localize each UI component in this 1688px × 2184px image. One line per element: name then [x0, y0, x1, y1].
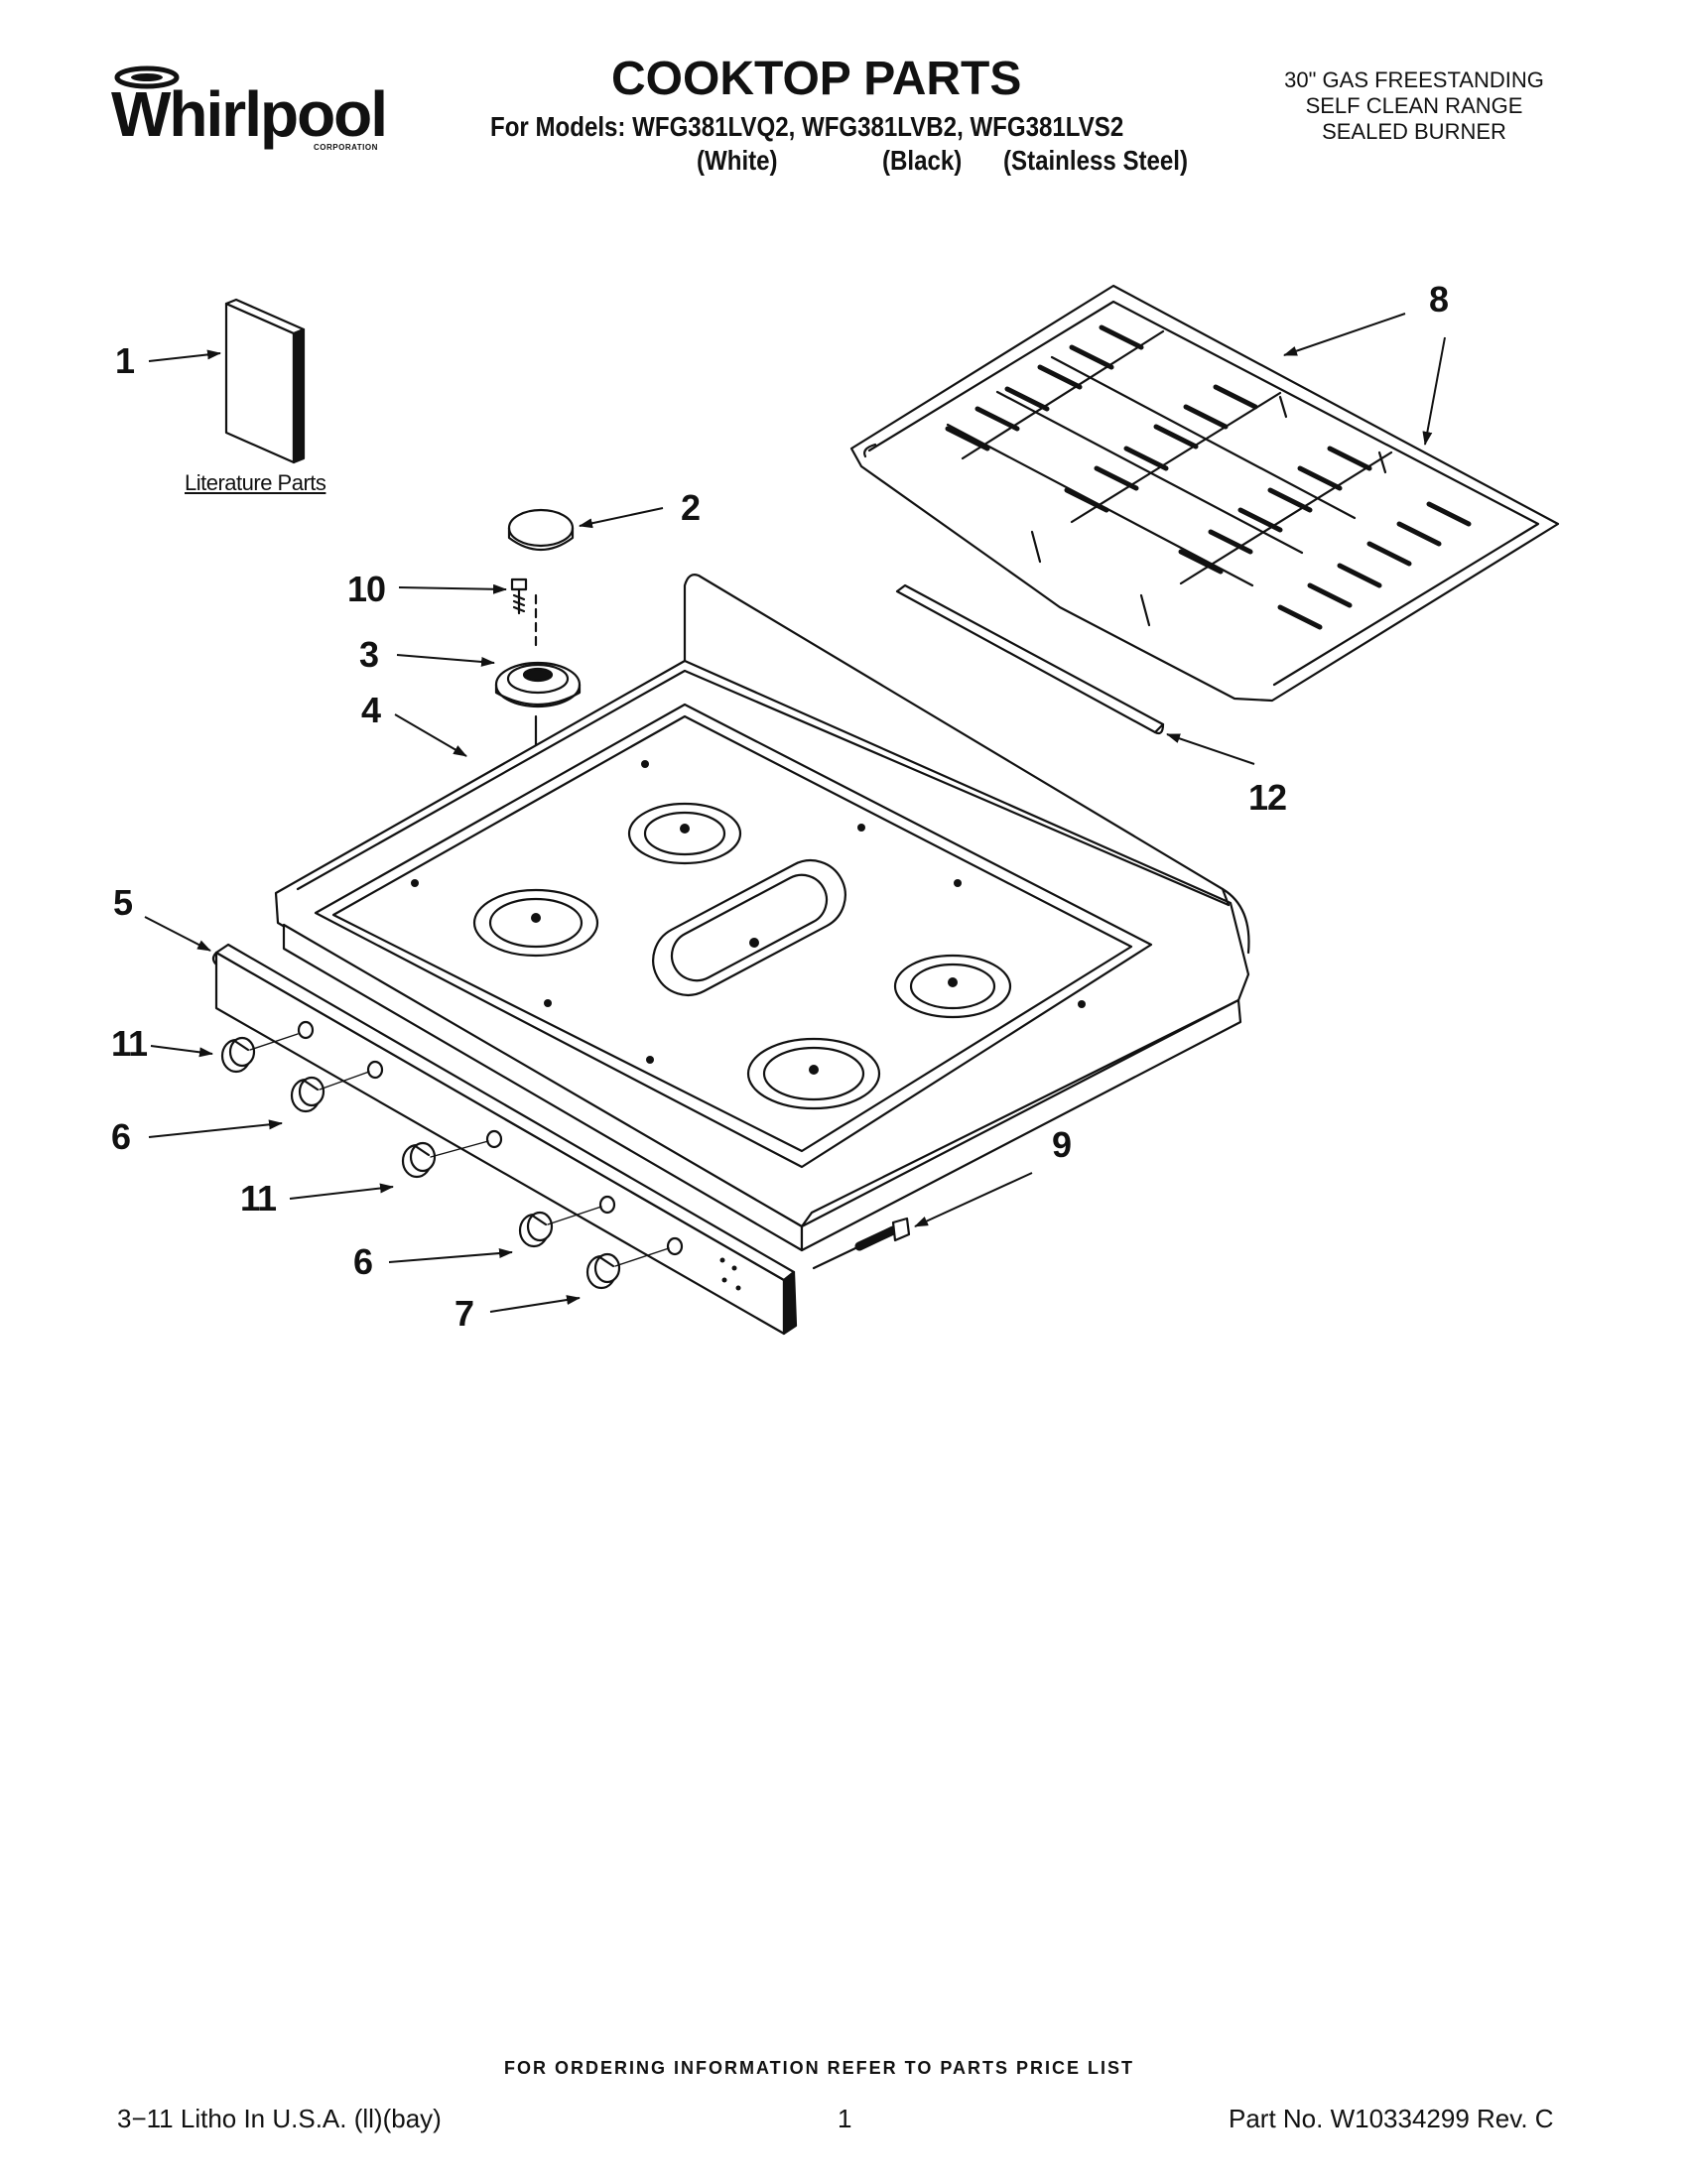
litho-note: 3−11 Litho In U.S.A. (ll)(bay) — [117, 2104, 442, 2133]
callout-4: 4 — [361, 690, 381, 730]
part-number: Part No. W10334299 Rev. C — [1229, 2104, 1554, 2133]
leader-2 — [579, 507, 664, 529]
callout-7: 7 — [454, 1293, 474, 1334]
callout-3: 3 — [359, 634, 379, 675]
brand-logo: Whirlpool CORPORATION — [109, 62, 388, 161]
leader-4 — [394, 713, 467, 757]
callout-12: 12 — [1248, 777, 1287, 818]
callout-6-upper: 6 — [111, 1116, 131, 1157]
leader-9 — [914, 1172, 1033, 1227]
callout-1: 1 — [115, 340, 135, 381]
finish-white: (White) — [697, 145, 778, 176]
finish-black: (Black) — [882, 145, 963, 176]
leader-6a — [148, 1119, 283, 1138]
callout-2: 2 — [681, 487, 701, 528]
leader-5 — [144, 916, 211, 952]
leader-11a — [150, 1045, 213, 1058]
leader-8b — [1422, 336, 1446, 446]
literature-booklet — [224, 298, 306, 464]
burner-grate — [849, 284, 1560, 703]
leader-1 — [148, 349, 221, 362]
callout-9: 9 — [1052, 1124, 1072, 1165]
leader-11b — [289, 1183, 394, 1200]
knob-6-lower — [518, 1211, 554, 1248]
seal-strip — [895, 583, 1165, 735]
callout-8: 8 — [1429, 279, 1449, 320]
page-title: COOKTOP PARTS — [611, 53, 1022, 105]
finish-stainless: (Stainless Steel) — [1003, 145, 1189, 176]
knob-6-upper — [290, 1076, 325, 1113]
callout-6-lower: 6 — [353, 1241, 373, 1282]
description-line-2: SELF CLEAN RANGE — [1305, 93, 1523, 118]
brand-corporation: CORPORATION — [314, 143, 378, 152]
description-line-3: SEALED BURNER — [1322, 119, 1506, 144]
control-panel — [211, 943, 798, 1336]
screw-part-9 — [812, 1217, 911, 1270]
leader-3 — [396, 654, 495, 667]
callout-10: 10 — [347, 569, 386, 609]
callout-5: 5 — [113, 882, 133, 923]
burner-base — [494, 661, 582, 708]
description-line-1: 30" GAS FREESTANDING — [1284, 67, 1544, 92]
literature-parts-label: Literature Parts — [185, 470, 326, 495]
screw-part-10 — [510, 578, 528, 615]
leader-6b — [388, 1248, 513, 1263]
range-description: 30" GAS FREESTANDING SELF CLEAN RANGE SE… — [1235, 67, 1593, 145]
leader-8a — [1283, 313, 1406, 356]
leader-10 — [398, 583, 507, 594]
logo-swirl-icon — [114, 65, 180, 89]
burner-well-center-oval — [652, 859, 846, 996]
cooktop — [274, 574, 1250, 1252]
leader-12 — [1166, 733, 1255, 765]
knob-7 — [585, 1252, 621, 1290]
callout-11-upper: 11 — [111, 1023, 148, 1064]
ordering-note: FOR ORDERING INFORMATION REFER TO PARTS … — [504, 2058, 1135, 2078]
callout-11-lower: 11 — [240, 1178, 277, 1219]
burner-cap — [507, 508, 575, 551]
models-line: For Models: WFG381LVQ2, WFG381LVB2, WFG3… — [490, 111, 1124, 142]
brand-name: Whirlpool — [111, 78, 388, 150]
leader-7 — [489, 1295, 581, 1313]
page-number: 1 — [838, 2104, 852, 2133]
knob-11-upper — [220, 1036, 256, 1074]
knob-11-lower — [401, 1141, 437, 1179]
